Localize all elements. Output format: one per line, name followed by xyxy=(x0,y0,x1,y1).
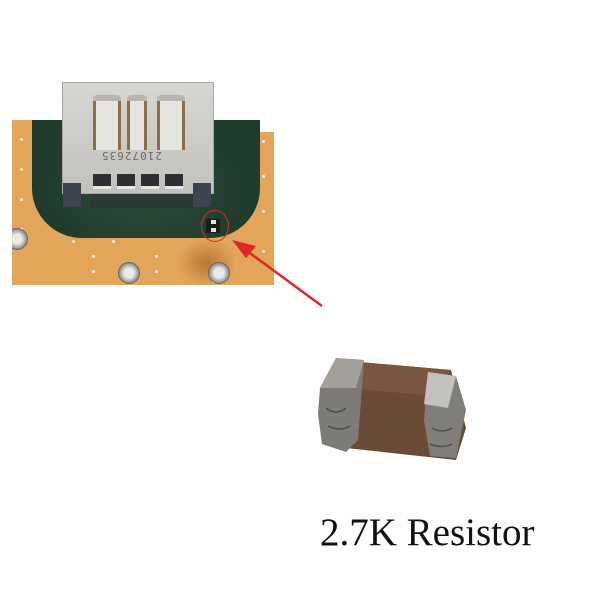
mount-hole xyxy=(12,228,28,250)
test-point xyxy=(20,138,23,141)
connector-foot xyxy=(193,183,211,207)
test-point xyxy=(262,175,265,178)
test-point xyxy=(92,270,95,273)
test-point xyxy=(20,168,23,171)
connector-pin xyxy=(117,174,135,189)
highlight-circle xyxy=(201,210,229,242)
display-port-connector: 21072635 xyxy=(62,82,214,207)
test-point xyxy=(262,250,265,253)
connector-pin xyxy=(165,174,183,189)
test-point xyxy=(112,240,115,243)
test-point xyxy=(155,270,158,273)
caption-label: 2.7K Resistor xyxy=(320,511,535,554)
resistor-photo xyxy=(318,358,466,460)
connector-pin xyxy=(93,174,111,189)
connector-latch xyxy=(127,95,147,150)
connector-latch xyxy=(157,95,185,150)
mount-hole xyxy=(118,262,140,284)
test-point xyxy=(262,210,265,213)
test-point xyxy=(20,198,23,201)
test-point xyxy=(155,255,158,258)
connector-foot xyxy=(63,183,81,207)
connector-pin xyxy=(141,174,159,189)
test-point xyxy=(72,240,75,243)
board-notch xyxy=(260,120,274,132)
test-point xyxy=(262,140,265,143)
test-point xyxy=(92,255,95,258)
connector-latch xyxy=(93,95,121,150)
mount-hole xyxy=(208,262,230,284)
